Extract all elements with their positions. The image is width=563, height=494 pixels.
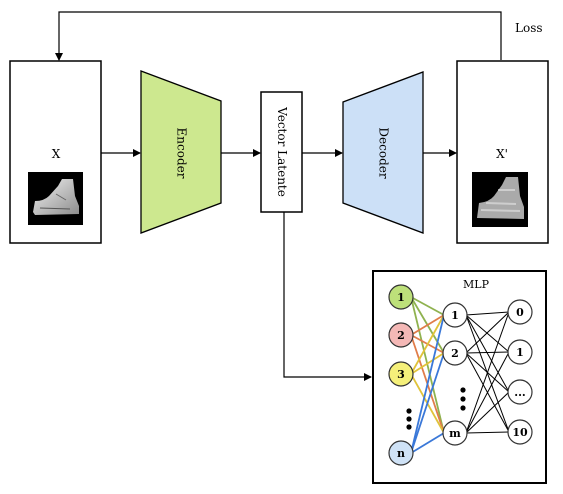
decoder-block: Decoder (342, 71, 424, 234)
output-node: 1 (507, 339, 533, 365)
encoder-block: Encoder (140, 70, 222, 234)
hidden-output-edge (465, 431, 510, 434)
input-node-circle (388, 322, 414, 348)
input-hidden-edge (410, 432, 445, 454)
hidden-output-edge (465, 311, 510, 354)
hidden-node-label: m (449, 427, 461, 440)
output-node-circle (507, 299, 533, 325)
output-node-circle (507, 419, 533, 445)
input-node-circle (388, 361, 414, 387)
hidden-output-edge (465, 351, 510, 434)
loss-label: Loss (515, 21, 543, 35)
input-node: 3 (388, 361, 414, 387)
hidden-output-edge (465, 314, 510, 393)
hidden-node-label: 1 (451, 309, 459, 322)
latent-vector-block: Vector Latente (260, 91, 303, 213)
input-hidden-edge (410, 352, 445, 454)
latent-label: Vector Latente (275, 106, 289, 197)
input-node-label: 1 (397, 291, 405, 304)
output-node-circle (507, 339, 533, 365)
output-node-circle (507, 379, 533, 405)
hidden-node-circle (442, 302, 468, 328)
encoder-label: Encoder (175, 128, 189, 179)
hidden-output-edge (465, 311, 510, 316)
output-shoe-image (472, 172, 528, 227)
hidden-node-label: 2 (451, 347, 459, 360)
input-node: n (388, 440, 414, 466)
input-label: X (52, 147, 61, 161)
output-node-label: 1 (516, 346, 524, 359)
hidden-node: 1 (442, 302, 468, 328)
input-shoe-image (28, 172, 83, 225)
arrow-latent-mlp (283, 212, 372, 381)
input-hidden-edge (410, 314, 445, 336)
decoder-label: Decoder (377, 127, 391, 178)
mlp-nodes: 1 2 3 n 1 2 m 0 1... 10 (388, 284, 533, 466)
hidden-node-circle (442, 420, 468, 446)
output-label: X' (496, 147, 508, 161)
loss-feedback-arrow (55, 11, 502, 61)
mlp-block: MLP 1 2 3 n 1 2 m 0 1... 10 (372, 270, 547, 484)
output-node: 0 (507, 299, 533, 325)
hidden-node: 2 (442, 340, 468, 366)
input-node: 1 (388, 284, 414, 310)
output-node-label: ... (514, 386, 526, 399)
hidden-ellipsis-dots (460, 387, 466, 411)
input-node: 2 (388, 322, 414, 348)
hidden-output-edge (465, 391, 510, 434)
input-hidden-edge (410, 296, 445, 316)
hidden-output-edge (465, 351, 510, 354)
input-hidden-edge (410, 314, 445, 375)
input-ellipsis-dots (406, 408, 412, 430)
output-block: X' (456, 60, 549, 244)
input-node-circle (388, 440, 414, 466)
input-hidden-edge (410, 352, 445, 375)
input-node-label: n (397, 447, 405, 460)
input-node-circle (388, 284, 414, 310)
output-node-label: 0 (516, 306, 524, 319)
mlp-edges (410, 296, 510, 454)
hidden-node-circle (442, 340, 468, 366)
input-node-label: 3 (397, 368, 405, 381)
hidden-output-edge (465, 311, 510, 434)
output-node: ... (507, 379, 533, 405)
hidden-output-edge (465, 314, 510, 353)
input-hidden-edge (410, 314, 445, 454)
output-node: 10 (507, 419, 533, 445)
input-hidden-edge (410, 296, 445, 434)
hidden-node: m (442, 420, 468, 446)
mlp-title: MLP (463, 278, 490, 291)
input-node-label: 2 (397, 329, 405, 342)
output-node-label: 10 (512, 426, 528, 439)
input-block: X (9, 60, 102, 244)
